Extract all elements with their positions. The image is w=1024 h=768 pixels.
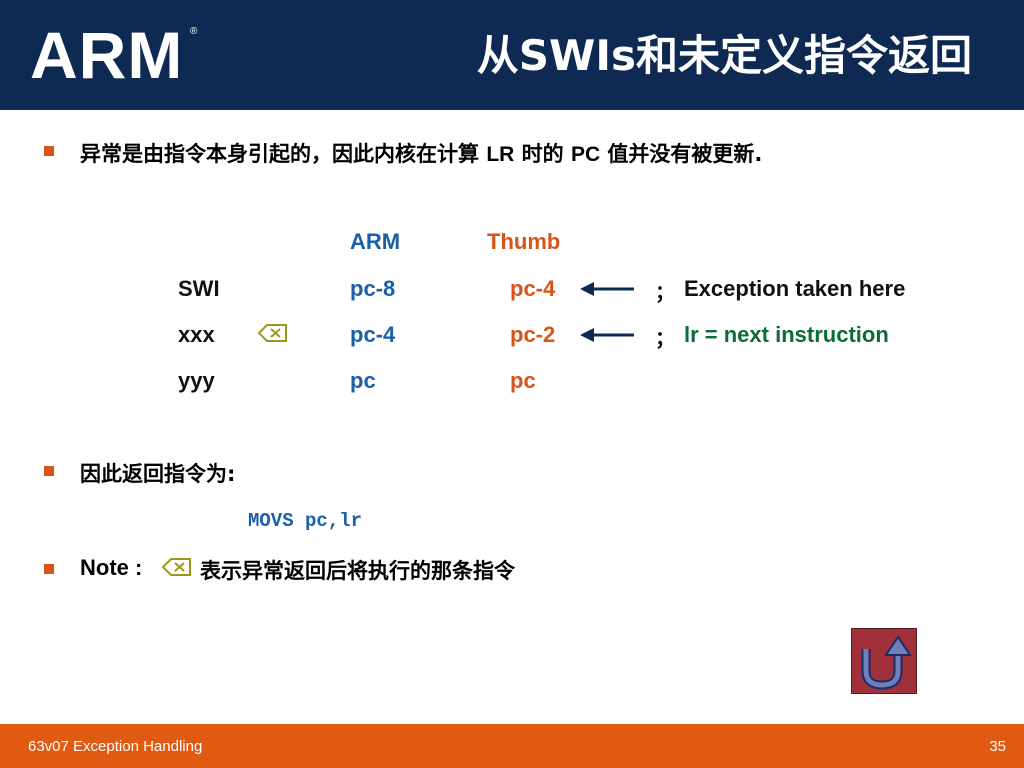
row-thumb-value: pc-4 xyxy=(510,276,556,301)
row-instr-yyy: yyy xyxy=(178,368,215,393)
bullet-marker xyxy=(44,466,54,476)
registered-mark: ® xyxy=(190,26,198,37)
note-label: Note : xyxy=(80,555,143,580)
slide-header: ARM ® 从SWIs和未定义指令返回 xyxy=(0,0,1024,110)
delete-left-icon xyxy=(258,324,287,342)
return-button[interactable] xyxy=(851,628,917,694)
bullet-marker xyxy=(44,564,54,574)
row-instr-xxx: xxx xyxy=(178,322,215,347)
bullet-1-part-a: 异常是由指令本身引起的，因此内核在计算 xyxy=(80,142,487,166)
comment-separator: ； xyxy=(655,282,675,304)
bullet-1-part-c: 时的 xyxy=(514,142,571,166)
page-number: 35 xyxy=(989,738,1006,755)
footer-course-title: 63v07 Exception Handling xyxy=(28,738,203,755)
row-arm-value: pc-8 xyxy=(350,276,396,301)
row-instr-swi: SWI xyxy=(178,276,220,301)
bullet-text-1: 异常是由指令本身引起的，因此内核在计算 LR 时的 PC 值并没有被更新. xyxy=(80,138,762,168)
note-text: 表示异常返回后将执行的那条指令 xyxy=(200,559,515,583)
bullet-text-2: 因此返回指令为: xyxy=(80,462,236,486)
row-comment-exception: Exception taken here xyxy=(684,276,906,301)
slide-title: 从SWIs和未定义指令返回 xyxy=(476,31,972,80)
left-arrow-icon xyxy=(580,282,634,296)
row-thumb-value: pc xyxy=(510,368,536,393)
comment-separator: ； xyxy=(655,328,675,350)
bullet-1-pc: PC xyxy=(570,143,601,166)
row-arm-value: pc xyxy=(350,368,376,393)
row-arm-value: pc-4 xyxy=(350,322,396,347)
bullet-1-part-e: 值并没有被更新. xyxy=(600,142,763,166)
row-thumb-value: pc-2 xyxy=(510,322,556,347)
delete-left-icon xyxy=(162,558,191,576)
column-header-thumb: Thumb xyxy=(487,229,561,254)
bullet-1-lr: LR xyxy=(486,143,515,166)
bullet-marker xyxy=(44,146,54,156)
column-header-arm: ARM xyxy=(350,229,401,254)
left-arrow-icon xyxy=(580,328,634,342)
row-comment-lr: lr = next instruction xyxy=(684,322,889,347)
u-turn-return-icon xyxy=(861,635,912,690)
slide-footer: 63v07 Exception Handling 35 xyxy=(0,724,1024,768)
return-instruction-code: MOVS pc,lr xyxy=(248,510,363,532)
arm-logo: ARM xyxy=(30,18,184,92)
